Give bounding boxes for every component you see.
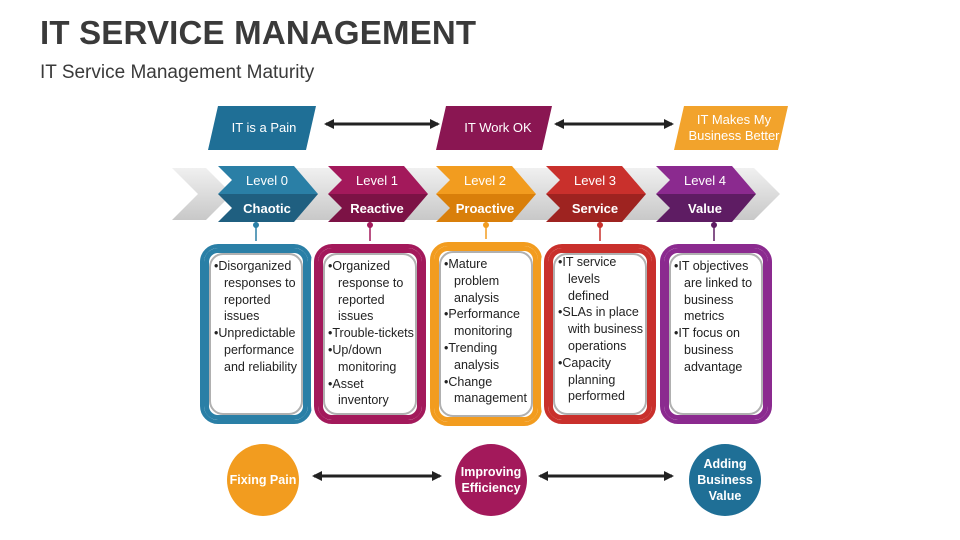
level-card-4: •IT objectives are linked to business me…	[660, 244, 772, 424]
card-bullet: •SLAs in place with business operations	[558, 305, 644, 353]
card-bullet: •Capacity planning performed	[558, 355, 625, 404]
card-bullet: •IT objectives are linked to business me…	[674, 259, 753, 324]
level-name-3: Service	[571, 200, 619, 216]
top-label-2: IT Work OK	[464, 120, 532, 135]
card-bullet: •Trouble-tickets	[328, 326, 414, 341]
top-label-shape-1	[208, 106, 316, 150]
level-card-3: •IT service levels defined •SLAs in plac…	[544, 244, 656, 424]
level-chevron-3	[546, 166, 646, 222]
card-bullet: •IT focus on business advantage	[674, 326, 743, 374]
top-label-1: IT is a Pain	[231, 120, 297, 135]
level-name-2: Proactive	[455, 200, 515, 216]
top-label-shape-3	[674, 106, 788, 150]
connector-3	[597, 222, 603, 244]
card-bullet: •Up/down monitoring	[328, 342, 397, 374]
level-card-1: •Organized response to reported issues •…	[314, 244, 426, 424]
level-label-2: Level 2	[464, 172, 506, 188]
card-bullet: •IT service levels defined	[558, 255, 617, 303]
level-label-4: Level 4	[684, 172, 726, 188]
connector-0	[253, 222, 259, 244]
level-label-1: Level 1	[356, 172, 398, 188]
card-bullet: •Performance monitoring	[444, 307, 520, 339]
level-name-0: Chaotic	[243, 200, 291, 216]
card-bullet: •Disorganized responses to reported issu…	[214, 259, 296, 324]
level-chevron-4	[656, 166, 756, 222]
card-bullet: •Asset inventory	[328, 376, 389, 408]
outcome-circle-3: Adding Business Value	[689, 444, 761, 516]
level-chevron-0	[218, 166, 318, 222]
outcome-circle-2: Improving Efficiency	[455, 444, 527, 516]
top-label-shape-2	[436, 106, 552, 150]
level-label-0: Level 0	[246, 172, 288, 188]
card-bullet: •Organized response to reported issues	[328, 259, 404, 324]
card-bullet: •Unpredictable performance and reliabili…	[214, 326, 297, 374]
card-bullet: •Trending analysis	[444, 340, 500, 372]
connector-4	[711, 222, 717, 244]
page-title: IT SERVICE MANAGEMENT	[40, 14, 477, 51]
top-label-3: IT Makes My Business Better	[688, 112, 780, 143]
level-chevron-2	[436, 166, 536, 222]
level-name-1: Reactive	[350, 200, 404, 216]
gray-chevron-0	[172, 168, 232, 220]
level-label-3: Level 3	[574, 172, 616, 188]
card-bullet: •Mature problem analysis	[444, 257, 500, 305]
page-subtitle: IT Service Management Maturity	[40, 62, 315, 83]
level-chevron-1	[328, 166, 428, 222]
outcome-circle-1: Fixing Pain	[227, 444, 299, 516]
connector-1	[367, 222, 373, 244]
card-bullet: •Change management	[444, 374, 527, 406]
level-card-2: •Mature problem analysis •Performance mo…	[430, 242, 542, 426]
level-name-4: Value	[688, 200, 722, 216]
connector-2	[483, 222, 489, 242]
level-card-0: •Disorganized responses to reported issu…	[200, 244, 312, 424]
